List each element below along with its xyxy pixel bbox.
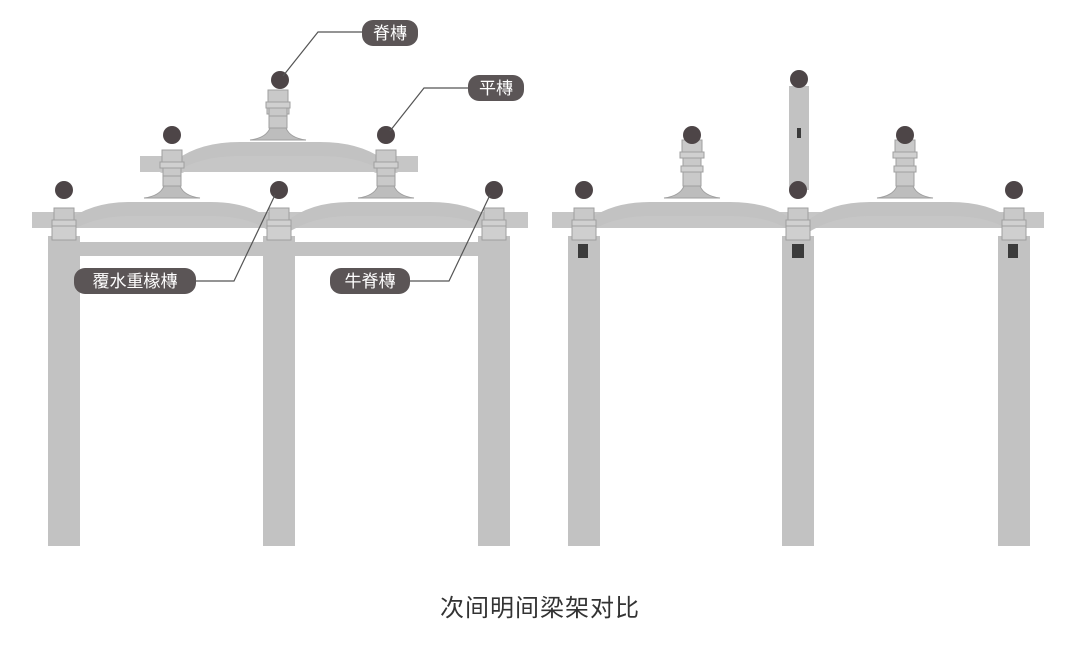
column-right-2 <box>782 236 814 546</box>
label-covering-rafter-purlin: 覆水重椽槫 <box>74 268 196 294</box>
leader-line-covering <box>196 194 276 282</box>
curved-beam-right-b <box>806 202 1012 234</box>
tie-beam-left <box>64 242 494 256</box>
column-left-1 <box>48 236 80 546</box>
purlin-end <box>55 181 73 199</box>
column-right-3 <box>998 236 1030 546</box>
central-bay-frame <box>552 70 1044 546</box>
mortise <box>792 244 804 258</box>
purlin-end <box>683 126 701 144</box>
mortise <box>1008 244 1018 258</box>
purlin-end <box>485 181 503 199</box>
leader-line-ridge <box>282 31 364 77</box>
svg-text:平槫: 平槫 <box>479 79 513 99</box>
purlin-end <box>271 71 289 89</box>
purlin-end <box>270 181 288 199</box>
leader-line-ox <box>410 194 491 282</box>
column-right-1 <box>568 236 600 546</box>
column-left-2 <box>263 236 295 546</box>
purlin-end <box>575 181 593 199</box>
label-ox-ridge-purlin: 牛脊槫 <box>330 268 410 294</box>
curved-upper-beam-left <box>176 142 384 172</box>
label-flat-purlin: 平槫 <box>468 75 524 101</box>
purlin-end <box>896 126 914 144</box>
purlin-end <box>790 70 808 88</box>
column-left-3 <box>478 236 510 546</box>
svg-text:脊槫: 脊槫 <box>373 24 407 44</box>
svg-text:牛脊槫: 牛脊槫 <box>345 272 396 292</box>
curved-beam-left-a <box>66 202 270 234</box>
curved-beam-left-b <box>286 202 494 234</box>
leader-line-flat <box>389 87 470 132</box>
mortise <box>578 244 588 258</box>
figure-caption: 次间明间梁架对比 <box>440 594 640 622</box>
purlin-end <box>1005 181 1023 199</box>
secondary-bay-frame: 脊槫 平槫 覆水重椽槫 牛脊槫 <box>32 20 528 546</box>
purlin-end <box>163 126 181 144</box>
purlin-end <box>789 181 807 199</box>
upper-beam-left <box>140 156 418 172</box>
svg-text:覆水重椽槫: 覆水重椽槫 <box>93 272 178 292</box>
mortise <box>797 128 801 138</box>
label-ridge-purlin: 脊槫 <box>362 20 418 46</box>
curved-beam-right-a <box>586 202 792 234</box>
